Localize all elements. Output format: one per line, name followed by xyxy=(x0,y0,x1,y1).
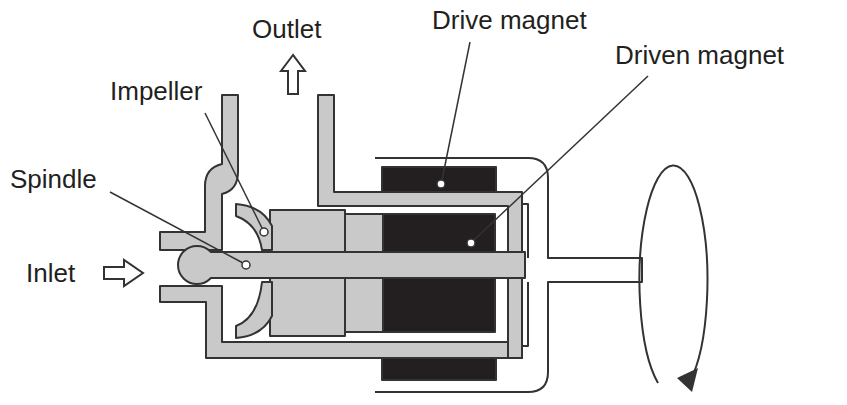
outlet-arrow xyxy=(281,55,305,94)
part-label: Outlet xyxy=(252,14,321,44)
part-label: Spindle xyxy=(10,164,97,194)
leader-dot xyxy=(467,239,475,247)
inlet-arrow xyxy=(104,260,143,286)
part-label: Inlet xyxy=(26,258,75,288)
spindle xyxy=(192,252,525,278)
casing-wall xyxy=(160,95,238,250)
leader-lines xyxy=(110,42,648,263)
leader-dot xyxy=(242,261,250,269)
spindle-joint xyxy=(205,253,225,277)
pump-body xyxy=(160,95,642,392)
leader-line xyxy=(205,113,262,228)
containment-can xyxy=(318,95,522,358)
impeller-vane xyxy=(236,282,272,338)
leader-dot xyxy=(437,180,445,188)
leader-line xyxy=(442,42,470,180)
part-label: Impeller xyxy=(110,76,202,106)
leader-line xyxy=(474,76,648,240)
leader-line xyxy=(110,192,243,263)
part-label: Driven magnet xyxy=(615,40,784,70)
rotation-arrow xyxy=(639,166,707,383)
rotation-arrowhead xyxy=(677,368,698,392)
part-label: Drive magnet xyxy=(432,5,587,35)
leader-dot xyxy=(260,228,268,236)
leader-dots xyxy=(242,180,475,269)
